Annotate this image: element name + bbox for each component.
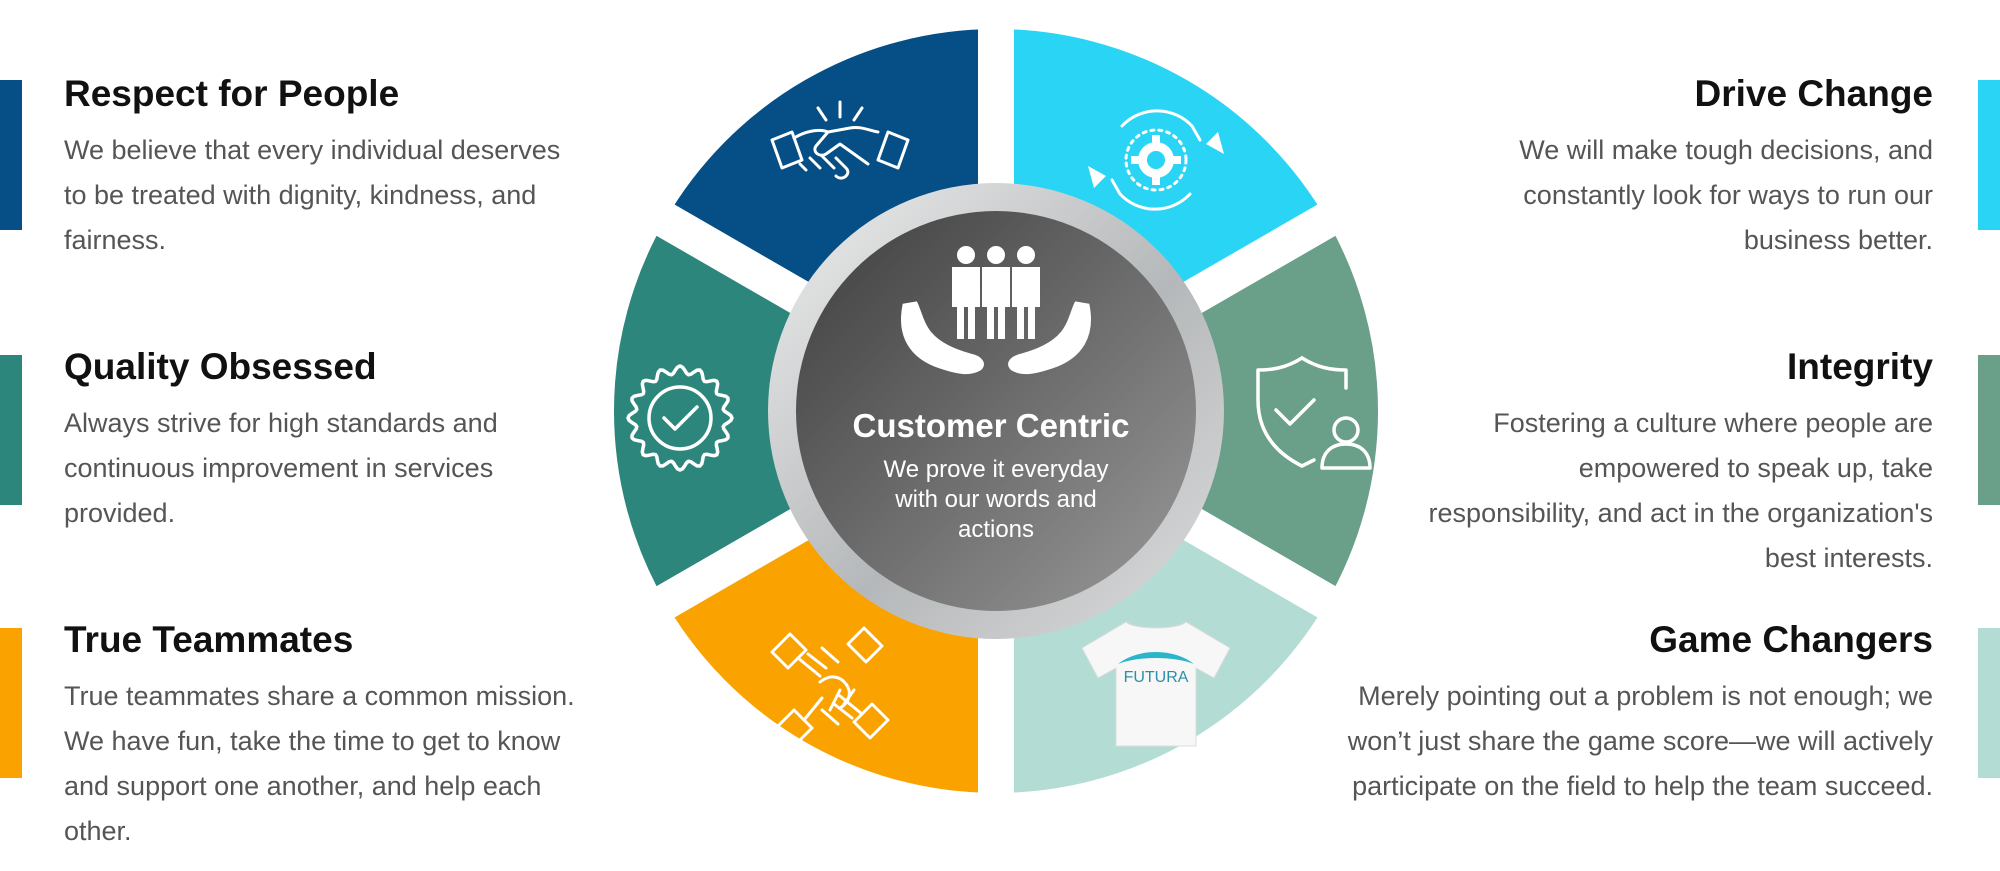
value-quality: Quality Obsessed Always strive for high … [64,345,624,536]
edge-tab-drive [1978,80,2000,230]
value-title: Quality Obsessed [64,346,377,387]
value-game: Game Changers Merely pointing out a prob… [1293,618,1933,809]
handshake-icon [770,100,910,180]
tshirt-label: FUTURA [1124,669,1189,686]
value-description: Merely pointing out a problem is not eno… [1347,681,1933,802]
center-subtitle-line-2: with our words and [894,486,1096,513]
gear-cycle-icon [1088,109,1224,211]
value-drive: Drive Change We will make tough decision… [1293,72,1933,263]
edge-tab-teammates [0,628,22,778]
value-title: Drive Change [1694,73,1933,114]
value-description: Always strive for high standards and con… [64,408,498,529]
value-title: Game Changers [1649,619,1933,660]
edge-tab-game [1978,628,2000,778]
people-in-hands-icon [901,246,1091,375]
value-description: True teammates share a common mission. W… [64,681,575,847]
shield-user-check-icon [1256,356,1372,470]
value-respect: Respect for People We believe that every… [64,72,624,263]
edge-tab-integrity [1978,355,2000,505]
value-description: Fostering a culture where people are emp… [1428,408,1933,574]
value-description: We believe that every individual deserve… [64,135,561,256]
hub-core [796,211,1196,611]
value-title: True Teammates [64,619,354,660]
joined-hands-icon [770,626,890,746]
tshirt-icon: FUTURA [1081,621,1231,747]
edge-tab-respect [0,80,22,230]
center-title: Customer Centric [853,407,1130,444]
value-title: Integrity [1787,346,1933,387]
value-description: We will make tough decisions, and consta… [1519,135,1933,256]
edge-tab-quality [0,355,22,505]
badge-check-icon [626,364,734,472]
value-integrity: Integrity Fostering a culture where peop… [1293,345,1933,581]
center-subtitle-line-1: We prove it everyday [884,456,1109,483]
value-title: Respect for People [64,73,400,114]
value-teammates: True Teammates True teammates share a co… [64,618,624,854]
center-subtitle-line-3: actions [958,516,1034,543]
